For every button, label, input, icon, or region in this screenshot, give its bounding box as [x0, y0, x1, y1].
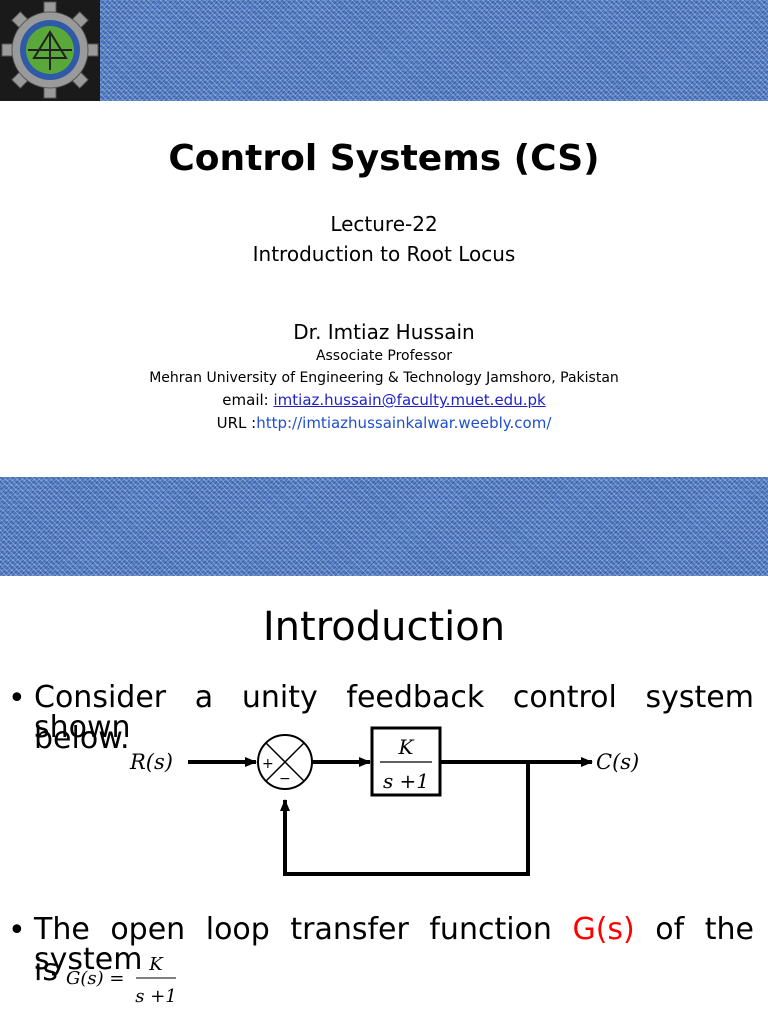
- email-link[interactable]: imtiaz.hussain@faculty.muet.edu.pk: [273, 391, 546, 409]
- bullet-2-text: The open loop transfer function: [34, 912, 573, 947]
- bullet-2-line-1: The open loop transfer function G(s) of …: [34, 915, 754, 975]
- email-label: email:: [222, 391, 274, 409]
- transfer-function-highlight: G(s): [572, 912, 635, 947]
- plant-block: K s +1: [370, 726, 442, 797]
- url-label: URL :: [216, 414, 257, 432]
- summing-junction: + −: [257, 734, 313, 790]
- url-link[interactable]: http://imtiazhussainkalwar.weebly.com/: [256, 414, 552, 432]
- block-denominator: s +1: [383, 769, 429, 793]
- gear-logo-icon: [1, 1, 99, 99]
- minus-sign: −: [279, 771, 291, 787]
- lecture-topic: Introduction to Root Locus: [252, 242, 516, 266]
- bullet-2-text-end: of the system: [34, 912, 754, 977]
- transfer-function-formula: G(s) = K s +1: [66, 954, 177, 1007]
- output-label: C(s): [596, 750, 639, 774]
- bullet-2-line-2: is: [34, 953, 58, 988]
- author-role: Associate Professor: [315, 348, 453, 364]
- url-line: URL :http://imtiazhussainkalwar.weebly.c…: [0, 414, 768, 432]
- footer-band: [0, 477, 768, 576]
- block-numerator: K: [398, 735, 415, 759]
- block-diagram: R(s) + − K s +1 C(s): [129, 726, 639, 876]
- university-name: Mehran University of Engineering & Techn…: [149, 370, 619, 386]
- bullet-1-line-2: below.: [34, 721, 130, 756]
- section-heading: Introduction: [262, 604, 506, 650]
- input-label: R(s): [129, 750, 173, 774]
- formula-lhs: G(s) =: [66, 968, 124, 989]
- author-name: Dr. Imtiaz Hussain: [293, 320, 475, 344]
- slide-title: Control Systems (CS): [168, 138, 600, 179]
- bullet-marker: •: [8, 681, 26, 716]
- formula-denominator: s +1: [135, 986, 177, 1007]
- feedback-path: [280, 762, 530, 876]
- formula-numerator: K: [148, 954, 164, 975]
- university-logo: [0, 0, 100, 101]
- lecture-number: Lecture-22: [330, 212, 438, 236]
- header-band: [0, 0, 768, 101]
- email-line: email: imtiaz.hussain@faculty.muet.edu.p…: [0, 391, 768, 409]
- bullet-1-line-1: Consider a unity feedback control system…: [34, 680, 754, 745]
- plus-sign: +: [262, 756, 274, 772]
- bullet-marker: •: [8, 913, 26, 948]
